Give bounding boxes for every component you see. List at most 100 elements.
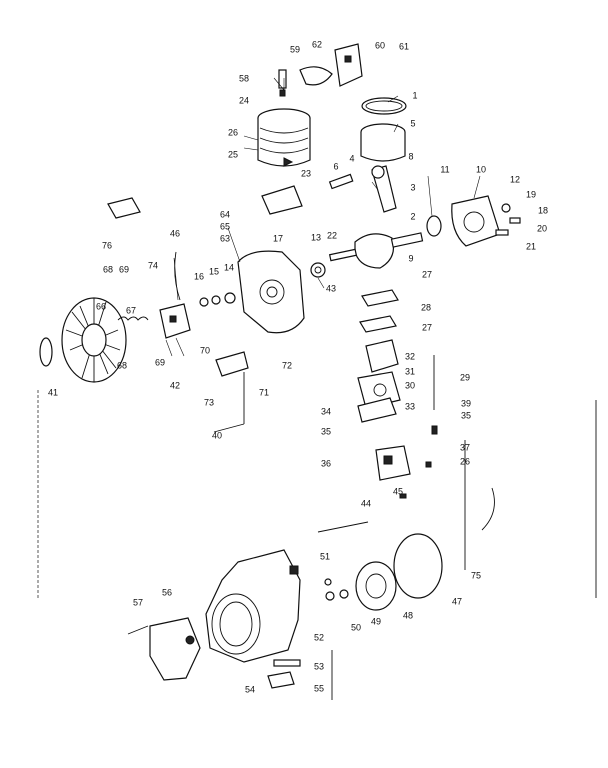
- reed-plate: [359, 315, 397, 333]
- washer: [339, 589, 349, 599]
- part-label-68: 68: [102, 264, 114, 275]
- part-label-51: 51: [319, 551, 331, 562]
- part-label-46: 46: [169, 228, 181, 239]
- throttle-lever: [213, 351, 249, 433]
- part-label-65: 65: [219, 221, 231, 232]
- part-label-32: 32: [404, 351, 416, 362]
- base-gasket: [261, 185, 303, 215]
- part-label-63: 63: [219, 233, 231, 244]
- wire: [174, 251, 181, 301]
- part-label-71: 71: [258, 387, 270, 398]
- throttle-part: [357, 397, 397, 423]
- part-label-35: 35: [460, 410, 472, 421]
- bracket: [273, 659, 301, 667]
- screw: [127, 625, 149, 635]
- part-label-69: 69: [154, 357, 166, 368]
- part-label-66: 66: [95, 301, 107, 312]
- part-label-74: 74: [147, 260, 159, 271]
- part-label-14: 14: [223, 262, 235, 273]
- part-label-67: 67: [125, 305, 137, 316]
- part-label-62: 62: [311, 39, 323, 50]
- part-label-72: 72: [281, 360, 293, 371]
- washer: [324, 578, 332, 586]
- connecting-rod: [371, 165, 397, 213]
- piston-ring: [361, 97, 407, 115]
- spark-plug: [278, 69, 287, 97]
- shaft: [317, 521, 369, 533]
- part-label-47: 47: [451, 596, 463, 607]
- part-label-26: 26: [459, 456, 471, 467]
- part-label-55: 55: [313, 683, 325, 694]
- part-label-52: 52: [313, 632, 325, 643]
- part-label-28: 28: [420, 302, 432, 313]
- part-label-5: 5: [410, 118, 416, 129]
- part-label-56: 56: [161, 587, 173, 598]
- part-label-20: 20: [536, 223, 548, 234]
- part-label-44: 44: [360, 498, 372, 509]
- part-label-26: 26: [227, 127, 239, 138]
- part-label-30: 30: [404, 380, 416, 391]
- part-label-1: 1: [412, 90, 418, 101]
- head-cover: [334, 43, 363, 87]
- washer: [199, 297, 209, 307]
- part-label-43: 43: [325, 283, 337, 294]
- washer: [501, 203, 511, 213]
- part-label-69: 69: [118, 264, 130, 275]
- seal: [310, 262, 326, 278]
- washer: [325, 591, 335, 601]
- flywheel-disc: [39, 337, 53, 367]
- part-label-13: 13: [310, 232, 322, 243]
- flywheel: [61, 297, 127, 383]
- part-label-68: 68: [116, 360, 128, 371]
- part-label-8: 8: [408, 151, 414, 162]
- part-label-37: 37: [459, 442, 471, 453]
- part-label-59: 59: [289, 44, 301, 55]
- part-label-36: 36: [320, 458, 332, 469]
- part-label-2: 2: [410, 211, 416, 222]
- part-label-53: 53: [313, 661, 325, 672]
- part-label-10: 10: [475, 164, 487, 175]
- part-label-22: 22: [326, 230, 338, 241]
- part-label-31: 31: [404, 366, 416, 377]
- part-label-60: 60: [374, 40, 386, 51]
- part-label-42: 42: [169, 380, 181, 391]
- washer: [211, 295, 221, 305]
- part-label-29: 29: [459, 372, 471, 383]
- screw: [399, 493, 407, 499]
- part-label-27: 27: [421, 322, 433, 333]
- part-label-24: 24: [238, 95, 250, 106]
- ignition-module: [159, 303, 191, 339]
- washer: [224, 292, 236, 304]
- screw: [495, 229, 509, 236]
- gasket: [299, 66, 333, 86]
- part-label-40: 40: [211, 430, 223, 441]
- air-cleaner: [375, 445, 411, 481]
- part-label-35: 35: [320, 426, 332, 437]
- part-label-75: 75: [470, 570, 482, 581]
- part-label-25: 25: [227, 149, 239, 160]
- part-label-41: 41: [47, 387, 59, 398]
- bracket: [267, 671, 295, 689]
- piston: [360, 123, 406, 162]
- part-label-9: 9: [408, 253, 414, 264]
- starter-cover: [149, 617, 201, 681]
- part-label-19: 19: [525, 189, 537, 200]
- part-label-76: 76: [101, 240, 113, 251]
- part-label-16: 16: [193, 271, 205, 282]
- starter-disc: [393, 533, 443, 599]
- part-label-49: 49: [370, 616, 382, 627]
- part-label-73: 73: [203, 397, 215, 408]
- crankcase: [237, 250, 305, 334]
- part-label-27: 27: [421, 269, 433, 280]
- part-label-17: 17: [272, 233, 284, 244]
- reed-plate: [361, 289, 399, 307]
- bearing: [426, 215, 442, 237]
- part-label-3: 3: [410, 182, 416, 193]
- carburetor: [357, 339, 401, 409]
- starter-housing: [205, 549, 301, 663]
- part-label-64: 64: [219, 209, 231, 220]
- starter-pulley: [355, 561, 397, 611]
- cylinder: [257, 108, 311, 167]
- part-label-57: 57: [132, 597, 144, 608]
